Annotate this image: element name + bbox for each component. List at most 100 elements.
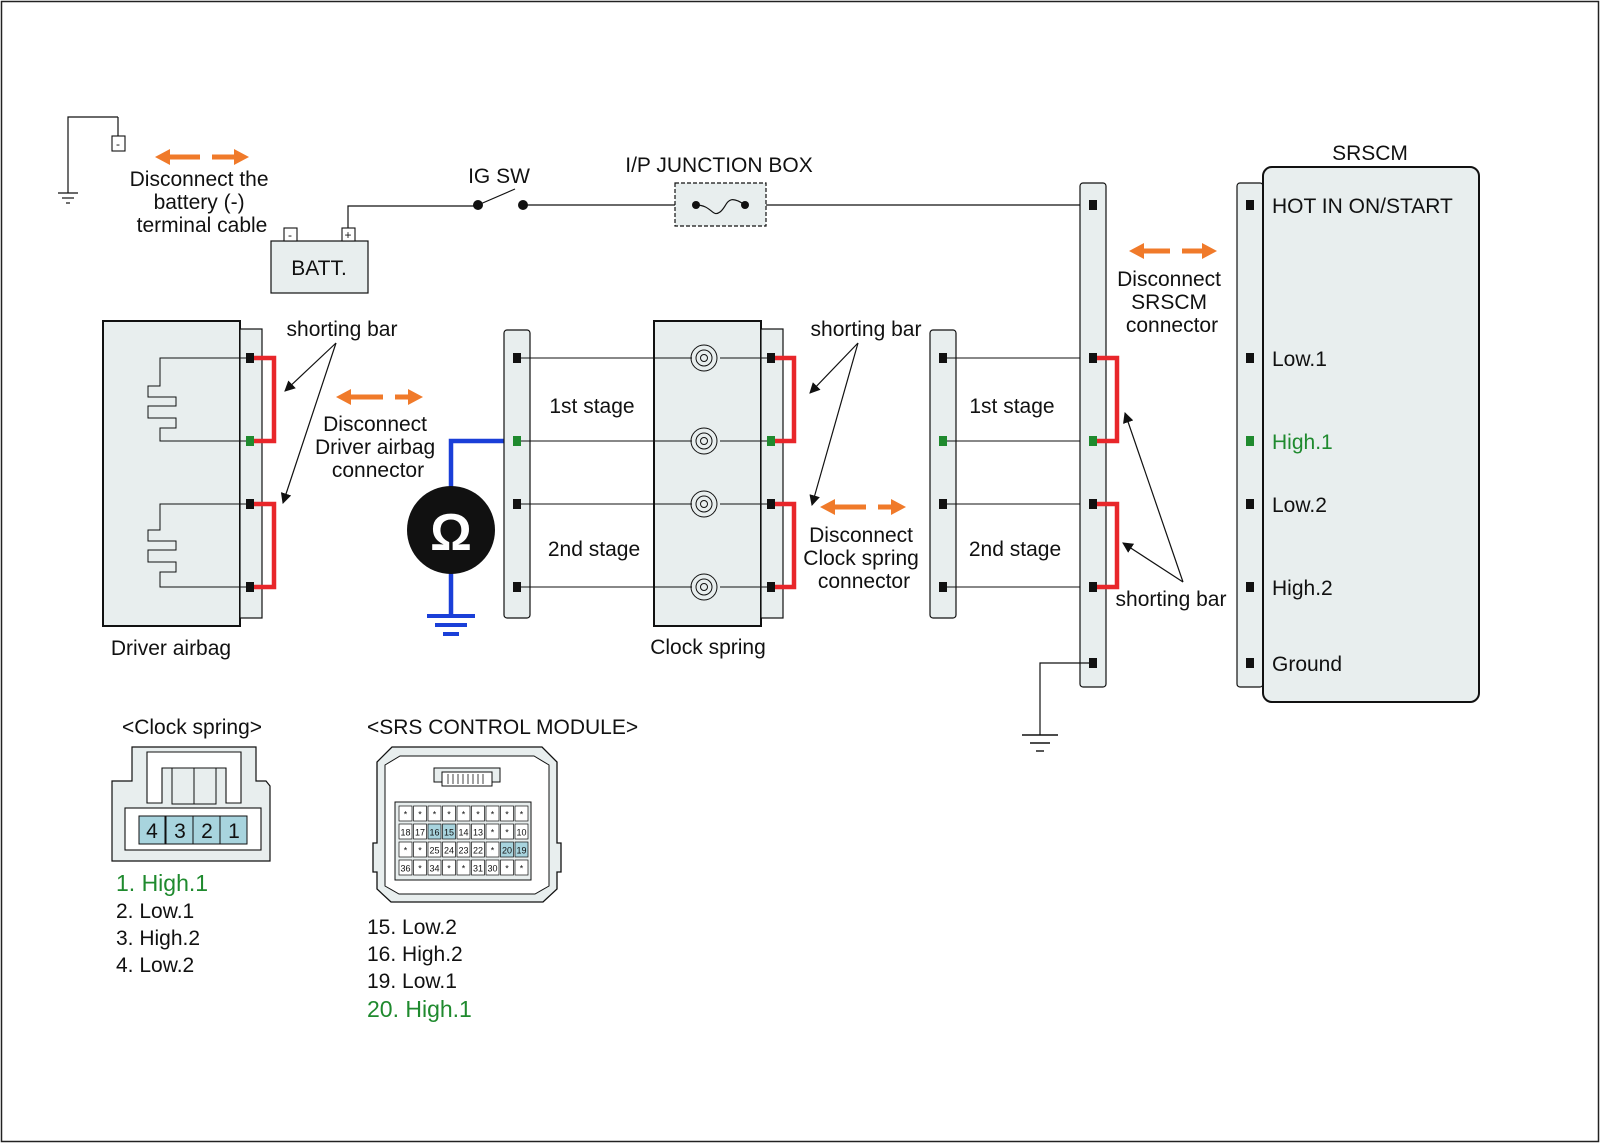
svg-text:-: -	[288, 228, 292, 242]
battery-label: BATT.	[291, 257, 347, 280]
srs-pin-cell	[442, 841, 456, 858]
srs-legend-16: 16. High.2	[367, 943, 463, 966]
srs-pin-cell	[398, 805, 413, 822]
srs-pin-cell	[471, 841, 485, 858]
wires-right	[947, 357, 1093, 588]
srs-pin-cell	[471, 823, 485, 840]
ohmmeter: Ω	[407, 438, 518, 636]
srs-pin-cell	[442, 805, 456, 822]
srscm-shorting-bar-label: shorting bar	[1116, 588, 1227, 611]
srs-pin-label: *	[462, 864, 466, 874]
srs-pin-label: 13	[473, 828, 483, 838]
battery-disconnect-label: Disconnect the battery (-) terminal cabl…	[130, 168, 275, 237]
srs-pin-label: 31	[473, 864, 483, 874]
driver-shorting-bar-label: shorting bar	[287, 318, 398, 341]
srs-pin-cell	[514, 859, 529, 876]
clock-legend-3: 3. High.2	[116, 927, 200, 950]
srs-pin-label: 18	[400, 828, 410, 838]
driver-shorting-bar-1	[254, 355, 277, 444]
srs-pin-label: *	[404, 846, 408, 856]
srs-pin-label: *	[447, 864, 451, 874]
srscm-harness-connector	[1079, 182, 1107, 688]
srscm-shorting-bar-1	[1097, 355, 1120, 444]
battery-power-wire	[347, 205, 477, 228]
junction-box-label: I/P JUNCTION BOX	[625, 154, 812, 177]
srs-pin-cell	[485, 859, 500, 876]
srs-pin-label: *	[491, 846, 495, 856]
srs-pin-cell	[413, 805, 427, 822]
clock-spring	[653, 320, 797, 627]
srs-pin-label: 20	[502, 846, 512, 856]
stage1-label-right: 1st stage	[969, 395, 1054, 418]
stage1-label-left: 1st stage	[549, 395, 634, 418]
harness-connector-1	[503, 329, 531, 619]
driver-disconnect-arrow	[336, 389, 423, 405]
srscm-pin-hot: HOT IN ON/START	[1272, 195, 1453, 218]
srs-pin-label: *	[462, 810, 466, 820]
srs-pin-cell	[485, 841, 500, 858]
srs-pin-label: *	[491, 810, 495, 820]
srs-pin-cell	[485, 823, 500, 840]
driver-airbag-connector	[239, 328, 263, 619]
srs-pin-cell	[500, 805, 514, 822]
svg-text:+: +	[344, 228, 351, 242]
srs-pin-label: *	[433, 810, 437, 820]
srs-pin-label: *	[476, 810, 480, 820]
clock-disconnect-label: Disconnect Clock spring connector	[803, 524, 924, 593]
srs-pin-label: 30	[487, 864, 497, 874]
srscm-disconnect-label: Disconnect SRSCM connector	[1117, 268, 1227, 337]
srs-pin-label: 14	[458, 828, 468, 838]
battery-disconnect-arrow	[155, 149, 249, 165]
clock-legend-4: 4. Low.2	[116, 954, 194, 977]
srs-pin-cell	[500, 823, 514, 840]
clock-spring-body	[653, 320, 762, 627]
clock-spring-label: Clock spring	[650, 636, 766, 659]
clock-pin-1: 1	[228, 820, 240, 843]
srs-pin-label: 24	[444, 846, 454, 856]
srs-pin-cell	[514, 805, 529, 822]
srs-pin-cell	[398, 859, 413, 876]
clock-shorting-bar-1	[775, 355, 797, 444]
battery-box	[270, 240, 369, 294]
srs-pin-cell	[514, 841, 529, 858]
clock-pin-2: 2	[201, 820, 213, 843]
junction-box-fuse	[674, 182, 767, 227]
srs-pin-cell	[442, 823, 456, 840]
srs-pin-cell	[456, 841, 471, 858]
srscm-module	[1236, 166, 1480, 703]
srs-pin-label: *	[505, 864, 509, 874]
srs-pin-cell	[398, 841, 413, 858]
srscm-pin-low2: Low.2	[1272, 494, 1327, 517]
clock-legend-1: 1. High.1	[116, 870, 208, 896]
srs-module-title: <SRS CONTROL MODULE>	[367, 716, 638, 739]
driver-shorting-bar-2	[254, 501, 277, 590]
svg-text:Ω: Ω	[430, 504, 472, 562]
srs-pin-cell	[427, 859, 442, 876]
srs-pin-label: 23	[458, 846, 468, 856]
clock-pin-4: 4	[146, 820, 158, 843]
driver-airbag-body	[102, 320, 241, 627]
srs-pin-label: 16	[429, 828, 439, 838]
driver-disconnect-label: Disconnect Driver airbag connector	[315, 413, 441, 482]
ig-switch-label: IG SW	[468, 165, 530, 188]
clock-spring-connector	[760, 328, 784, 619]
ground-wire	[67, 116, 118, 193]
srs-pin-label: 36	[400, 864, 410, 874]
clock-legend-2: 2. Low.1	[116, 900, 194, 923]
stage2-label-left: 2nd stage	[548, 538, 640, 561]
srs-legend-15: 15. Low.2	[367, 916, 457, 939]
clock-connector-title: <Clock spring>	[122, 716, 262, 739]
srs-pin-cell	[427, 805, 442, 822]
srs-legend-19: 19. Low.1	[367, 970, 457, 993]
srs-pin-cell	[471, 859, 485, 876]
srs-pin-label: 22	[473, 846, 483, 856]
srs-pin-label: 10	[516, 828, 526, 838]
srs-pin-label: *	[418, 864, 422, 874]
srs-pin-label: 25	[429, 846, 439, 856]
srs-pin-cell	[413, 823, 427, 840]
harness-connector-2	[929, 329, 957, 619]
srs-pin-cell	[500, 859, 514, 876]
